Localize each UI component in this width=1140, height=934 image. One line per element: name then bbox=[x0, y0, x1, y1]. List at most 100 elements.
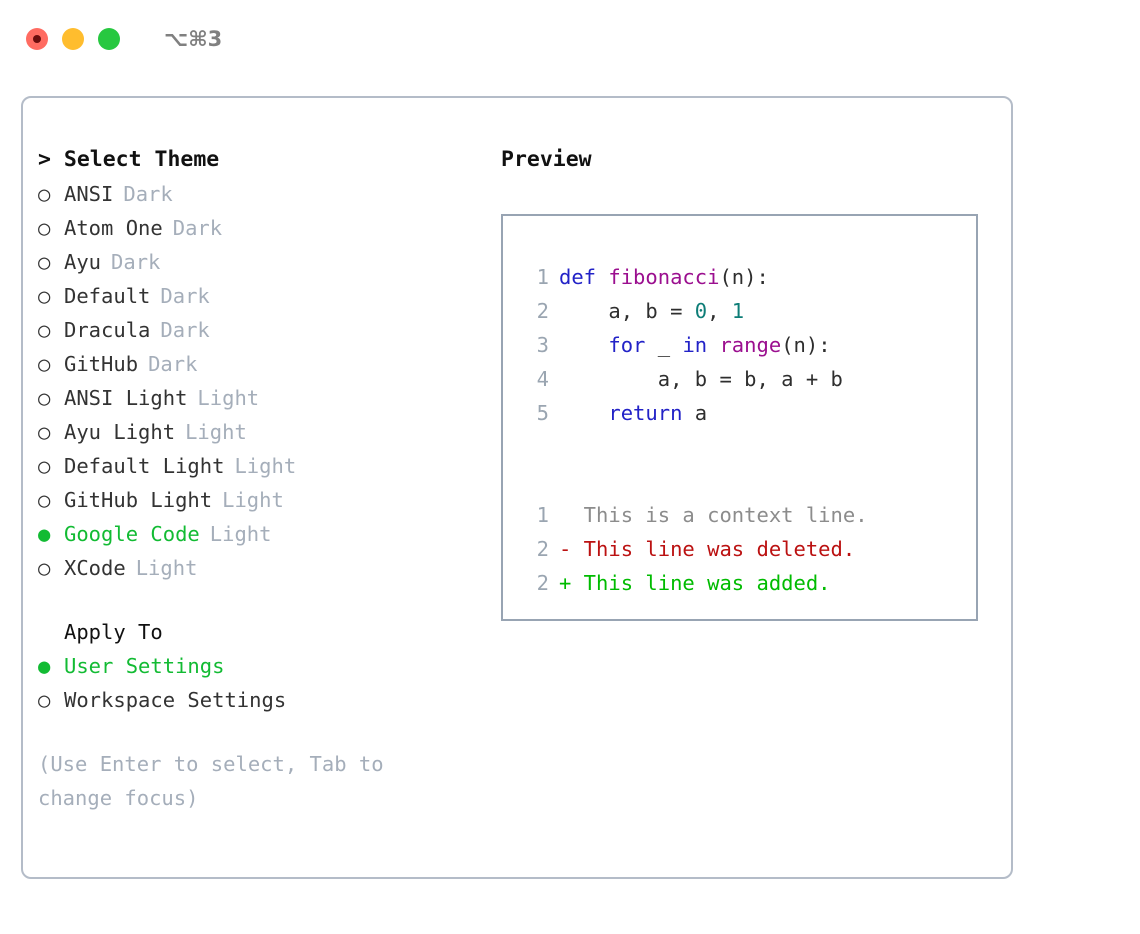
diff-line-content: - This line was deleted. bbox=[559, 537, 856, 561]
code-line-content: for _ in range(n): bbox=[559, 328, 831, 362]
preview-title: Preview bbox=[501, 147, 592, 172]
theme-option-label: Ayu bbox=[64, 250, 102, 274]
apply-to-option-label: Workspace Settings bbox=[64, 688, 287, 712]
diff-line: 2 - This line was deleted. bbox=[515, 532, 976, 566]
code-line: 5 return a bbox=[515, 396, 976, 430]
code-token: (n): bbox=[781, 333, 831, 357]
theme-option-category: Dark bbox=[160, 284, 210, 308]
apply-to-option-workspace-settings[interactable]: ○ Workspace Settings bbox=[38, 683, 468, 717]
code-line: 4 a, b = b, a + b bbox=[515, 362, 976, 396]
theme-option-google-code[interactable]: ● Google Code Light bbox=[38, 517, 468, 551]
theme-option-category: Dark bbox=[123, 182, 173, 206]
code-line-content: a, b = b, a + b bbox=[559, 362, 843, 396]
diff-line: 2 + This line was added. bbox=[515, 566, 976, 600]
select-theme-header: > Select Theme bbox=[38, 147, 220, 172]
diff-line: 1 This is a context line. bbox=[515, 498, 976, 532]
code-token bbox=[559, 333, 608, 357]
code-line-content: return a bbox=[559, 396, 707, 430]
code-line-number: 1 bbox=[536, 265, 549, 289]
code-token bbox=[596, 265, 608, 289]
code-token: 1 bbox=[731, 299, 745, 323]
code-line-number: 5 bbox=[536, 401, 549, 425]
code-line-number: 4 bbox=[536, 367, 549, 391]
theme-option-label: Default Light bbox=[64, 454, 225, 478]
theme-option-ayu[interactable]: ○ Ayu Dark bbox=[38, 245, 468, 279]
code-token bbox=[707, 333, 719, 357]
theme-option-category: Light bbox=[197, 386, 260, 410]
code-token: _ bbox=[645, 333, 683, 357]
code-token: return bbox=[608, 401, 683, 425]
minimize-button-icon[interactable] bbox=[62, 28, 84, 50]
radio-unselected-icon: ○ bbox=[38, 386, 51, 410]
code-token: def bbox=[559, 265, 597, 289]
radio-selected-icon: ● bbox=[38, 522, 51, 546]
close-button-icon[interactable] bbox=[26, 28, 48, 50]
theme-option-label: XCode bbox=[64, 556, 126, 580]
theme-option-category: Light bbox=[135, 556, 198, 580]
keyboard-shortcut-label: ⌥⌘3 bbox=[164, 27, 223, 51]
theme-option-label: Default bbox=[64, 284, 151, 308]
theme-option-ansi-light[interactable]: ○ ANSI Light Light bbox=[38, 381, 468, 415]
window-titlebar: ⌥⌘3 bbox=[0, 0, 1140, 78]
radio-unselected-icon: ○ bbox=[38, 488, 51, 512]
maximize-button-icon[interactable] bbox=[98, 28, 120, 50]
code-token: 0 bbox=[694, 299, 708, 323]
theme-option-category: Light bbox=[185, 420, 247, 444]
radio-unselected-icon: ○ bbox=[38, 216, 51, 240]
code-token: a, b = b, a + b bbox=[559, 367, 843, 391]
theme-option-default[interactable]: ○ Default Dark bbox=[38, 279, 468, 313]
theme-option-category: Light bbox=[209, 522, 272, 546]
radio-unselected-icon: ○ bbox=[38, 182, 51, 206]
theme-option-label: Ayu Light bbox=[64, 420, 176, 444]
code-blank-line-2 bbox=[515, 464, 976, 498]
diff-line-number: 2 bbox=[536, 537, 549, 561]
theme-option-label: Google Code bbox=[64, 522, 200, 546]
traffic-light-buttons bbox=[26, 28, 120, 50]
code-token: for bbox=[608, 333, 646, 357]
theme-option-label: Atom One bbox=[64, 216, 163, 240]
code-token: in bbox=[682, 333, 708, 357]
code-line: 2 a, b = 0, 1 bbox=[515, 294, 976, 328]
apply-to-header: Apply To bbox=[64, 620, 163, 644]
theme-option-category: Light bbox=[234, 454, 297, 478]
diff-line-number: 2 bbox=[536, 571, 549, 595]
code-blank-line bbox=[515, 430, 976, 464]
code-token: (n): bbox=[719, 265, 769, 289]
theme-option-label: Dracula bbox=[64, 318, 151, 342]
theme-option-label: ANSI Light bbox=[64, 386, 188, 410]
diff-line-content: + This line was added. bbox=[559, 571, 831, 595]
radio-unselected-icon: ○ bbox=[38, 688, 51, 712]
radio-unselected-icon: ○ bbox=[38, 352, 51, 376]
diff-sample-block: 1 This is a context line. 2 - This line wa… bbox=[515, 498, 976, 600]
radio-unselected-icon: ○ bbox=[38, 250, 51, 274]
theme-option-default-light[interactable]: ○ Default Light Light bbox=[38, 449, 468, 483]
apply-to-option-user-settings[interactable]: ●User Settings bbox=[38, 649, 468, 683]
theme-option-category: Dark bbox=[111, 250, 161, 274]
radio-unselected-icon: ○ bbox=[38, 318, 51, 342]
theme-option-xcode[interactable]: ○ XCode Light bbox=[38, 551, 468, 585]
code-line: 3 for _ in range(n): bbox=[515, 328, 976, 362]
theme-option-category: Dark bbox=[148, 352, 198, 376]
code-token: range bbox=[719, 333, 782, 357]
radio-unselected-icon: ○ bbox=[38, 454, 51, 478]
radio-selected-icon: ● bbox=[38, 654, 51, 678]
theme-option-label: GitHub Light bbox=[64, 488, 213, 512]
apply-to-option-list: ●User Settings ○ Workspace Settings bbox=[38, 649, 468, 717]
radio-unselected-icon: ○ bbox=[38, 284, 51, 308]
radio-unselected-icon: ○ bbox=[38, 556, 51, 580]
keyboard-hint-text: (Use Enter to select, Tab to change focu… bbox=[38, 752, 396, 810]
